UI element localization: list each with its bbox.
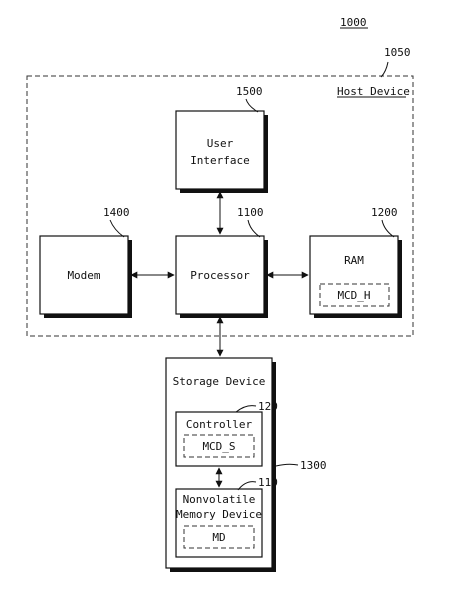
- modem-leader: [109, 219, 125, 238]
- storage-ref: 1300: [300, 459, 327, 472]
- mcd-s-box: [183, 434, 255, 458]
- host-device-boundary: [26, 75, 414, 337]
- controller-leader: [235, 405, 257, 413]
- processor-label: Processor: [190, 269, 250, 282]
- controller-ref: 120: [258, 400, 278, 413]
- md-label: MD: [212, 531, 225, 544]
- md-box: [183, 525, 255, 549]
- nvm-label-line1: Nonvolatile: [183, 493, 256, 506]
- processor-box: [175, 235, 265, 315]
- processor-leader: [247, 219, 261, 238]
- user-interface-leader: [245, 98, 259, 113]
- nvm-label-line2: Memory Device: [176, 508, 262, 521]
- figure-ref: 1000: [340, 16, 367, 29]
- ram-leader: [381, 219, 395, 238]
- user-interface-ref: 1500: [236, 85, 263, 98]
- mcd-s-label: MCD_S: [202, 440, 235, 453]
- storage-label: Storage Device: [173, 375, 266, 388]
- mcd-h-box: [319, 283, 390, 307]
- nvm-leader: [237, 481, 257, 491]
- nvm-box: [175, 488, 263, 558]
- user-interface-box: [175, 110, 265, 190]
- mcd-h-label: MCD_H: [337, 289, 370, 302]
- user-interface-line1: User: [207, 137, 234, 150]
- user-interface-line2: Interface: [190, 154, 250, 167]
- host-device-leader: [380, 61, 389, 78]
- storage-leader: [275, 463, 299, 467]
- processor-ref: 1100: [237, 206, 264, 219]
- host-device-label: Host Device: [337, 85, 410, 98]
- modem-box: [39, 235, 129, 315]
- ram-label: RAM: [344, 254, 364, 267]
- modem-label: Modem: [67, 269, 100, 282]
- controller-label: Controller: [186, 418, 253, 431]
- ram-ref: 1200: [371, 206, 398, 219]
- ram-box: [309, 235, 399, 315]
- host-device-ref: 1050: [384, 46, 411, 59]
- nvm-ref: 110: [258, 476, 278, 489]
- modem-ref: 1400: [103, 206, 130, 219]
